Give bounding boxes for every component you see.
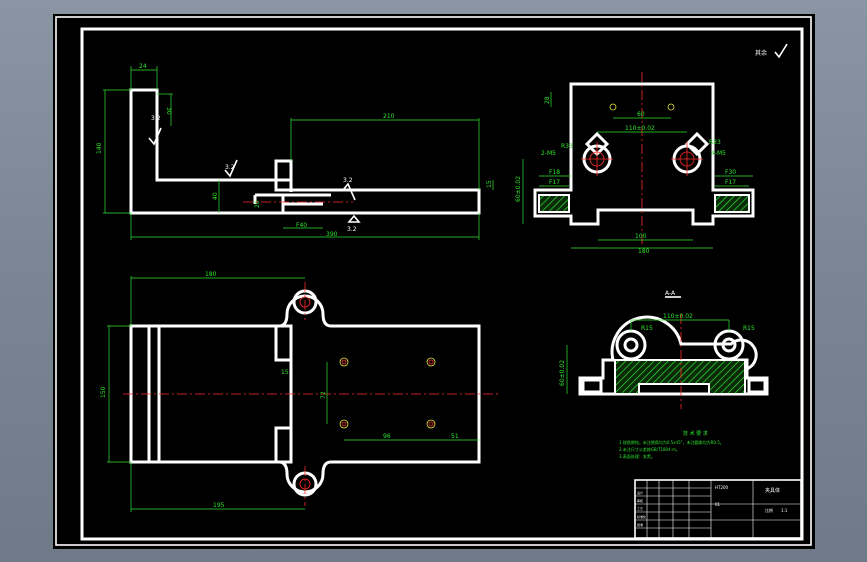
dim-72: 72 bbox=[320, 391, 327, 399]
dim-15-top: 15 bbox=[281, 369, 289, 376]
label-r15b: R15 bbox=[743, 325, 755, 332]
dim-180-front: 180 bbox=[638, 248, 650, 255]
dim-140: 140 bbox=[96, 142, 103, 154]
section-view: A-A 110±0.02 R15 R15 60±0.02 bbox=[559, 290, 769, 409]
svg-text:审核: 审核 bbox=[637, 498, 643, 503]
dim-390: 390 bbox=[326, 231, 338, 238]
drawing-canvas: 24 30 140 210 40 20 15 390 F40 3.2 3.2 3… bbox=[55, 16, 812, 546]
top-view: 180 150 15 72 96 51 195 bbox=[100, 271, 501, 512]
dim-f17a: F17 bbox=[549, 179, 560, 186]
dim-20: 20 bbox=[254, 200, 261, 208]
svg-text:其余: 其余 bbox=[755, 49, 767, 57]
side-view-outline bbox=[129, 88, 481, 215]
scale-value: 1:1 bbox=[781, 508, 788, 513]
dim-28: 28 bbox=[544, 96, 551, 104]
drawing-number: 01 bbox=[715, 502, 721, 507]
dim-40: 40 bbox=[212, 192, 219, 200]
roughness-symbol: 3.2 3.2 3.2 3.2 bbox=[148, 115, 361, 233]
dim-30: 30 bbox=[165, 107, 172, 115]
dim-180: 180 bbox=[205, 271, 217, 278]
dim-60-section: 60±0.02 bbox=[559, 360, 566, 386]
dim-60: 60 bbox=[637, 111, 645, 118]
label-r33b: R33 bbox=[709, 139, 721, 146]
svg-text:标准化: 标准化 bbox=[637, 514, 646, 519]
dim-150: 150 bbox=[100, 386, 107, 398]
svg-text:3.2: 3.2 bbox=[347, 226, 357, 233]
dim-15: 15 bbox=[486, 180, 493, 188]
svg-text:3.2: 3.2 bbox=[343, 177, 353, 184]
top-view-outline bbox=[129, 294, 481, 494]
side-view: 24 30 140 210 40 20 15 390 F40 3.2 3.2 3… bbox=[96, 63, 494, 240]
notes-line-3: 3.表面处理：发黑。 bbox=[619, 453, 655, 459]
label-2m5: 2-M5 bbox=[541, 150, 556, 157]
svg-text:3.2: 3.2 bbox=[151, 115, 161, 122]
dim-96: 96 bbox=[383, 433, 391, 440]
cad-drawing-viewport[interactable]: 24 30 140 210 40 20 15 390 F40 3.2 3.2 3… bbox=[53, 14, 815, 549]
material-label: HT200 bbox=[715, 485, 729, 490]
svg-text:设计: 设计 bbox=[637, 490, 643, 495]
svg-text:工艺: 工艺 bbox=[637, 506, 643, 511]
label-r33a: R33 bbox=[561, 143, 573, 150]
dim-110-section: 110±0.02 bbox=[663, 313, 693, 320]
dim-51: 51 bbox=[451, 433, 459, 440]
dim-60-02: 60±0.02 bbox=[515, 176, 522, 202]
tapped-holes bbox=[339, 357, 436, 429]
dim-f30: F30 bbox=[725, 169, 736, 176]
dim-100: 100 bbox=[635, 233, 647, 240]
dim-195: 195 bbox=[213, 502, 225, 509]
label-4m5: 4-M5 bbox=[711, 150, 726, 157]
svg-text:3.2: 3.2 bbox=[225, 164, 235, 171]
notes-title: 技 术 要 求 bbox=[683, 430, 708, 437]
dim-210: 210 bbox=[383, 113, 395, 120]
dim-110: 110±0.02 bbox=[625, 125, 655, 132]
roughness-other-symbol: 其余 bbox=[755, 43, 788, 59]
inner-border bbox=[80, 27, 804, 541]
scale-label: 比例 bbox=[765, 507, 773, 513]
dim-f40: F40 bbox=[296, 222, 307, 229]
technical-notes: 技 术 要 求 1.锐角倒钝，未注倒角均为0.5x45°，未注圆角均为R0.5。… bbox=[619, 430, 724, 459]
section-label: A-A bbox=[665, 290, 676, 297]
part-name: 夹具体 bbox=[765, 487, 780, 494]
label-r15a: R15 bbox=[641, 325, 653, 332]
dim-24: 24 bbox=[139, 63, 147, 70]
title-block: HT200 01 夹具体 比例 1:1 设计 审核 工艺 标准化 批准 bbox=[634, 479, 802, 539]
outer-border bbox=[55, 16, 812, 546]
dim-f17b: F17 bbox=[725, 179, 736, 186]
front-view-outline bbox=[533, 82, 755, 226]
front-view: 28 60 110±0.02 2-M5 4-M5 R33 R33 F18 F17… bbox=[515, 43, 788, 255]
svg-text:批准: 批准 bbox=[637, 522, 643, 527]
notes-line-1: 1.锐角倒钝，未注倒角均为0.5x45°，未注圆角均为R0.5。 bbox=[619, 439, 724, 445]
notes-line-2: 2.未注尺寸公差按GB/T1804-m。 bbox=[619, 446, 680, 452]
dim-f18: F18 bbox=[549, 169, 560, 176]
